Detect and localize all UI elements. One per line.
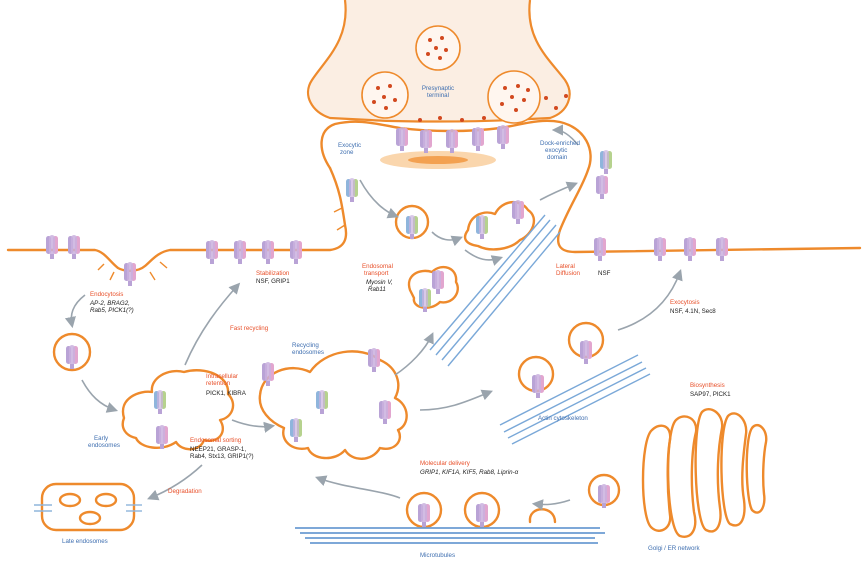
early-endosomes-label: Earlyendosomes (88, 435, 120, 449)
fast-recycling-label: Fast recycling (230, 325, 269, 332)
exocytosis-title: Exocytosis (670, 299, 700, 306)
extrasynaptic-receptor (594, 237, 606, 261)
intracellular-retention-title: Intracellularretention (206, 373, 238, 387)
extrasynaptic-receptor (290, 240, 302, 264)
late-endosome-receptors (34, 505, 142, 511)
ampa-receptor-exocytic (596, 175, 608, 199)
actin-filaments-upper (430, 215, 560, 366)
endocytosis-proteins: AP-2, BRAG2,Rab5, PICK1(?) (89, 300, 134, 314)
stabilization-title: Stabilization (256, 270, 290, 277)
late-endosomes-label: Late endosomes (62, 538, 108, 545)
endocytosis-title: Endocytosis (90, 291, 123, 298)
extrasynaptic-receptor (68, 235, 80, 259)
molecular-delivery-proteins: GRIP1, KIF1A, KIF5, Rab8, Liprin-α (420, 469, 519, 476)
extrasynaptic-receptor (234, 240, 246, 264)
ampa-receptor (420, 129, 432, 153)
golgi-er-network (643, 409, 766, 537)
endosomal-transport-title: Endosomaltransport (362, 263, 393, 277)
exocytic-zone-label: Exocyticzone (338, 142, 361, 156)
ampa-receptor (446, 129, 458, 153)
extrasynaptic-receptor (654, 237, 666, 261)
molecular-delivery-title: Molecular delivery (420, 460, 471, 467)
endocytic-receptor (124, 262, 136, 286)
lateral-diffusion-title: LateralDiffusion (556, 263, 581, 277)
ampa-receptor-exocytic (346, 178, 358, 202)
endosomal-sorting-proteins: NEEP21, GRASP-1,Rab4, Stx13, GRIP1(?) (190, 446, 254, 460)
dock-domain-label: Dock-enrichedexocyticdomain (540, 140, 580, 161)
actin-cytoskeleton-label: Actin cytoskeleton (538, 415, 588, 422)
extrasynaptic-receptor (684, 237, 696, 261)
extrasynaptic-receptor (46, 235, 58, 259)
ampa-receptor (472, 127, 484, 151)
exocytosis-proteins: NSF, 4.1N, Sec8 (670, 308, 716, 315)
ampa-receptor-exocytic (600, 150, 612, 174)
extrasynaptic-receptor (206, 240, 218, 264)
stabilization-proteins: NSF, GRIP1 (256, 278, 290, 285)
endosomal-transport-proteins: Myosin V,Rab11 (366, 279, 393, 293)
extrasynaptic-receptor (716, 237, 728, 261)
microtubules-lines (295, 528, 605, 543)
biosynthesis-proteins: SAP97, PICK1 (690, 391, 731, 398)
actin-filaments-lower (500, 355, 650, 444)
golgi-label: Golgi / ER network (648, 545, 700, 552)
presynaptic-terminal: Presynapticterminal (308, 0, 570, 123)
microtubules-label: Microtubules (420, 552, 455, 559)
extrasynaptic-receptor (262, 240, 274, 264)
biosynthesis-title: Biosynthesis (690, 382, 725, 389)
ampa-receptor (396, 127, 408, 151)
lateral-diffusion-proteins: NSF (598, 270, 611, 277)
degradation-label: Degradation (168, 488, 202, 495)
endosomal-sorting-title: Endosomal sorting (190, 437, 242, 444)
ampa-receptor (497, 125, 509, 149)
intracellular-retention-proteins: PICK1, KIBRA (206, 390, 247, 397)
recycling-endosomes-label: Recyclingendosomes (292, 342, 324, 356)
